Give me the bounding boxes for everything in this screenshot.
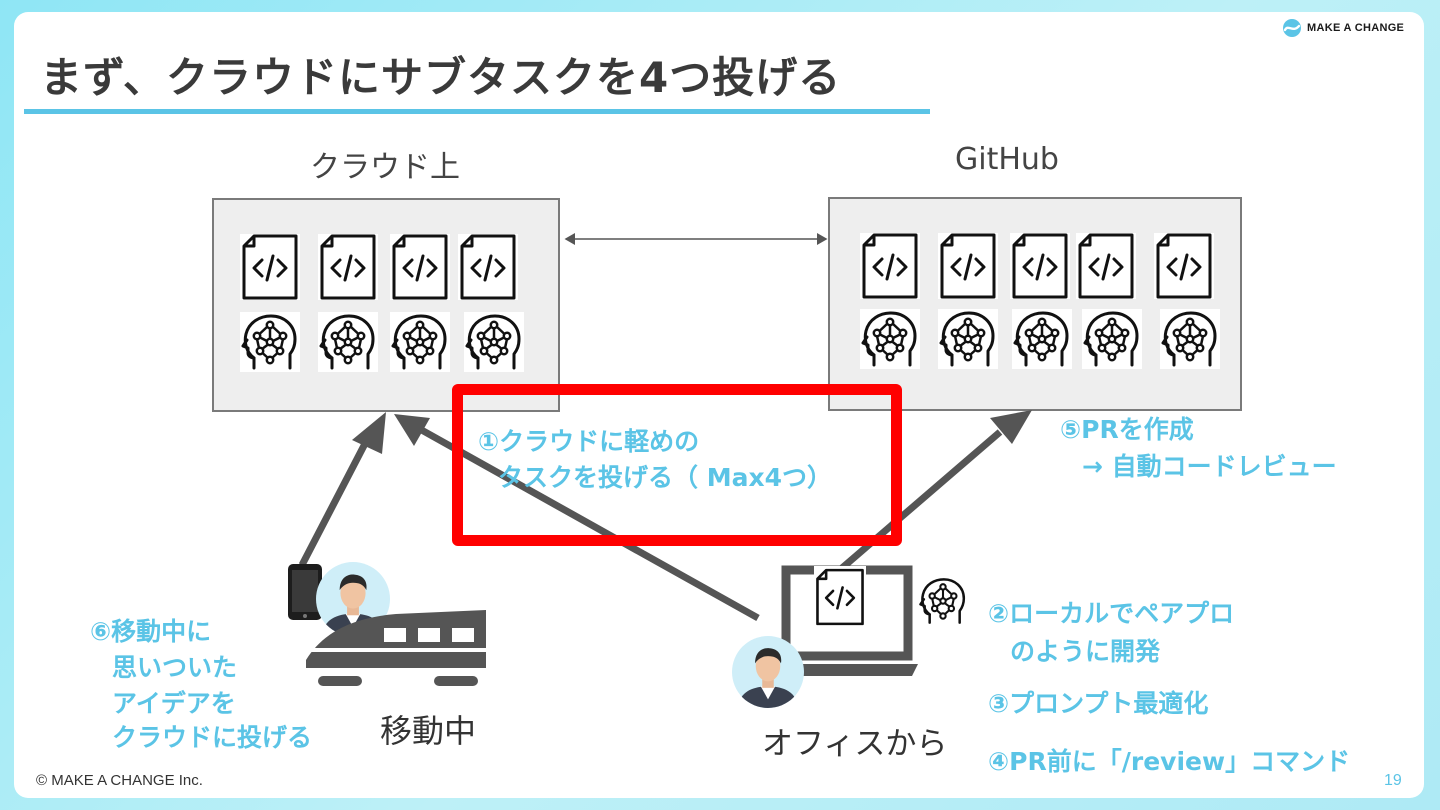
- code-file-icon: [860, 233, 920, 299]
- arrow-head: [394, 414, 430, 446]
- cloud-panel: [212, 198, 560, 412]
- company-logo: MAKE A CHANGE: [1282, 18, 1404, 38]
- step-3: ③プロンプト最適化: [988, 689, 1209, 718]
- step-6-line2: 思いついた: [112, 653, 238, 682]
- logo-mark-icon: [1283, 19, 1301, 37]
- code-file-icon: [1010, 233, 1070, 299]
- ai-head-icon: [918, 576, 968, 626]
- step-2-line2: のように開発: [1010, 637, 1161, 666]
- page-number: 19: [1384, 772, 1402, 789]
- moving-label: 移動中: [380, 712, 477, 750]
- code-file-icon: [814, 566, 866, 628]
- logo-text: MAKE A CHANGE: [1307, 22, 1405, 34]
- title-underline: [24, 109, 930, 114]
- callout-1-line2: タスクを投げる（ Max4つ）: [498, 463, 832, 492]
- code-file-icon: [240, 234, 300, 300]
- code-file-icon: [458, 234, 518, 300]
- smartphone-icon: [286, 562, 324, 622]
- step-6-line4: クラウドに投げる: [112, 723, 313, 752]
- footer-copyright: © MAKE A CHANGE Inc.: [36, 772, 203, 789]
- code-file-icon: [1076, 233, 1136, 299]
- office-label: オフィスから: [762, 726, 948, 762]
- ai-head-icon: [240, 312, 300, 372]
- ai-head-icon: [390, 312, 450, 372]
- callout-highlight-box: [452, 384, 902, 546]
- arrow-head: [352, 412, 386, 454]
- step-2-line1: ②ローカルでペアプロ: [988, 599, 1235, 628]
- ai-head-icon: [938, 309, 998, 369]
- step-5-line1: ⑤PRを作成: [1060, 415, 1194, 444]
- step-4: ④PR前に「/review」コマンド: [988, 747, 1351, 776]
- arrow-head: [990, 410, 1032, 444]
- office-to-cloud-arrow: [416, 424, 760, 622]
- step-6-line1: ⑥移動中に: [90, 617, 212, 646]
- ai-head-icon: [1082, 309, 1142, 369]
- mobile-to-cloud-arrow: [298, 432, 374, 567]
- code-file-icon: [318, 234, 378, 300]
- ai-head-icon: [318, 312, 378, 372]
- code-file-icon: [938, 233, 998, 299]
- step-6-line3: アイデアを: [112, 689, 236, 718]
- step-5-line2: → 自動コードレビュー: [1082, 452, 1337, 481]
- github-panel: [828, 197, 1242, 411]
- slide-title: まず、クラウドにサブタスクを4つ投げる: [40, 53, 842, 102]
- ai-head-icon: [1160, 309, 1220, 369]
- code-file-icon: [390, 234, 450, 300]
- ai-head-icon: [464, 312, 524, 372]
- cloud-label: クラウド上: [310, 150, 460, 185]
- ai-head-icon: [1012, 309, 1072, 369]
- callout-1-line1: ①クラウドに軽めの: [478, 427, 700, 456]
- ai-head-icon: [860, 309, 920, 369]
- person-avatar: [732, 636, 804, 708]
- github-label: GitHub: [955, 142, 1059, 177]
- code-file-icon: [1154, 233, 1214, 299]
- train-icon: [306, 598, 492, 694]
